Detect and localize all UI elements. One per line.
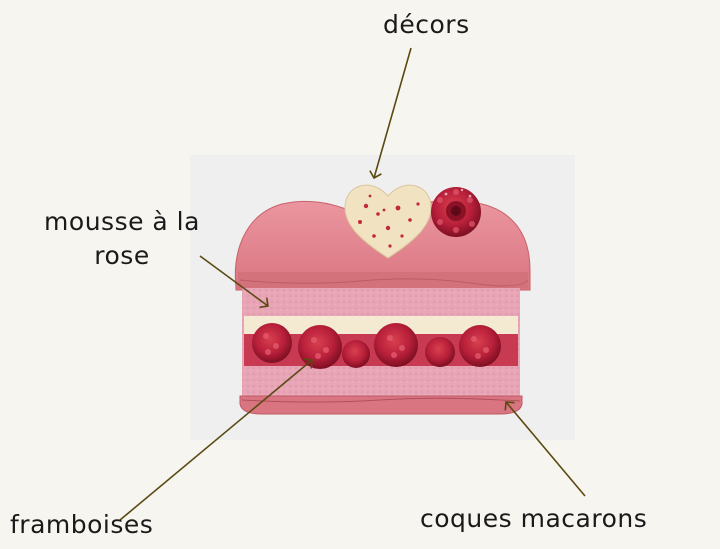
label-decors: décors xyxy=(383,8,470,42)
lower-mousse xyxy=(244,366,518,396)
label-mousse-line2: rose xyxy=(22,239,222,273)
top-raspberry xyxy=(431,187,481,237)
raspberry xyxy=(298,325,342,369)
raspberry xyxy=(425,337,455,367)
label-mousse-rose: mousse à la rose xyxy=(22,205,222,273)
label-coques-macarons: coques macarons xyxy=(420,502,647,536)
raspberry xyxy=(374,323,418,367)
label-framboises: framboises xyxy=(10,508,153,542)
raspberry xyxy=(342,340,370,368)
raspberry xyxy=(459,325,501,367)
bottom-macaron-shell xyxy=(240,396,522,414)
raspberry xyxy=(252,323,292,363)
label-mousse-line1: mousse à la xyxy=(22,205,222,239)
